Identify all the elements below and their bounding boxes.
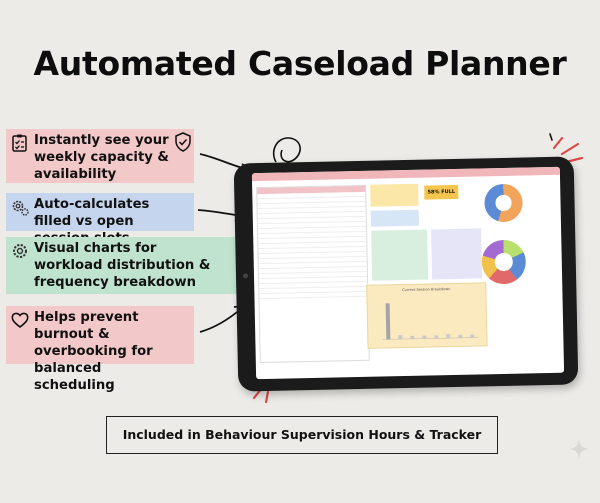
feature-card-burnout: Helps prevent burnout & overbooking for … — [6, 306, 194, 393]
sparkle-icon — [569, 439, 589, 459]
tablet-mockup: 58% FULL Current Session Breakdown — [233, 156, 579, 392]
feature-text-burnout: Helps prevent burnout & overbooking for … — [34, 310, 153, 393]
feature-text-capacity: Instantly see your weekly capacity & ava… — [34, 133, 169, 182]
spreadsheet-screen: 58% FULL Current Session Breakdown — [251, 166, 565, 380]
heart-icon — [11, 312, 29, 329]
shield-check-icon — [175, 132, 191, 152]
session-bar-chart — [382, 303, 479, 340]
session-breakdown-title: Current Session Breakdown — [402, 287, 451, 293]
feature-card-slots: Auto-calculates filled vs open session s… — [6, 193, 194, 246]
capacity-summary-block — [370, 183, 419, 207]
session-breakdown-chart: Current Session Breakdown — [366, 282, 488, 349]
status-table — [431, 228, 483, 280]
session-summary-block — [370, 209, 419, 227]
fill-percentage-badge: 58% FULL — [424, 184, 459, 200]
checklist-icon — [12, 134, 27, 152]
included-in-banner: Included in Behaviour Supervision Hours … — [106, 416, 498, 454]
distribution-donut-chart — [481, 239, 527, 285]
feature-card-charts: Visual charts for workload distribution … — [6, 237, 238, 294]
capacity-donut-chart — [484, 183, 523, 223]
gear-icon — [13, 244, 27, 258]
frequency-table — [371, 229, 429, 281]
gears-icon — [12, 200, 29, 216]
client-list-table — [256, 184, 370, 364]
page-title: Automated Caseload Planner — [33, 44, 567, 83]
feature-card-capacity: Instantly see your weekly capacity & ava… — [6, 129, 194, 183]
sheet-header-bar — [251, 166, 560, 182]
tablet-camera — [242, 273, 249, 279]
scribble-icon — [272, 137, 301, 163]
feature-text-charts: Visual charts for workload distribution … — [34, 241, 211, 290]
